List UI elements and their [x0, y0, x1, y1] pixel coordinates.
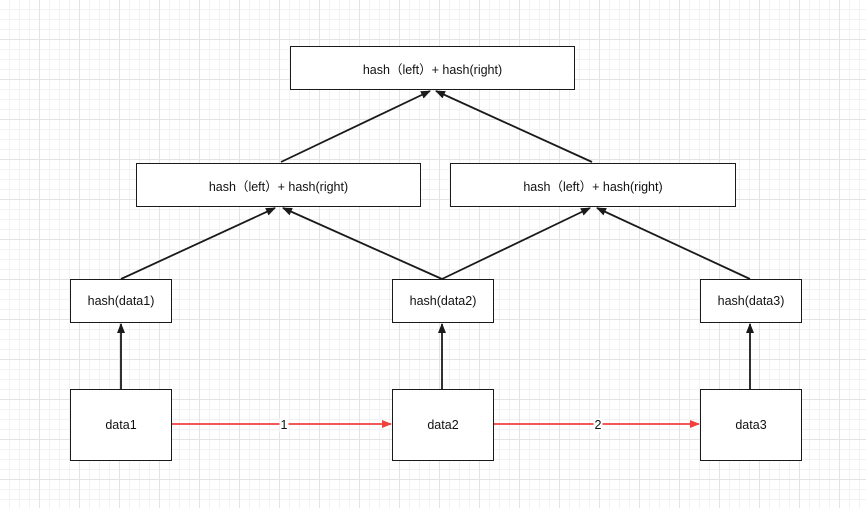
edge-label-2: 2 [593, 418, 603, 432]
edge-hash-data3-to-mid-right [596, 207, 751, 280]
mid-right-hash-node[interactable]: hash（left）+ hash(right) [450, 163, 736, 207]
root-hash-label: hash（left）+ hash(right) [362, 62, 503, 77]
data3-label: data3 [735, 418, 767, 432]
hash-data2-node[interactable]: hash(data2) [392, 279, 494, 323]
edge-mid-left-to-root [280, 90, 431, 163]
root-hash-node[interactable]: hash（left）+ hash(right) [290, 46, 575, 90]
data2-label: data2 [427, 418, 459, 432]
edge-mid-right-to-root [435, 90, 593, 163]
hash-data2-label: hash(data2) [409, 294, 477, 308]
mid-left-hash-label: hash（left）+ hash(right) [208, 179, 349, 194]
data1-node[interactable]: data1 [70, 389, 172, 461]
mid-right-hash-label: hash（left）+ hash(right) [523, 179, 663, 194]
hash-data1-node[interactable]: hash(data1) [70, 279, 172, 323]
hash-data1-label: hash(data1) [87, 294, 155, 308]
edge-label-1: 1 [279, 418, 289, 432]
hash-data3-node[interactable]: hash(data3) [700, 279, 802, 323]
data1-label: data1 [105, 418, 137, 432]
edge-hash-data2-to-mid-right [441, 207, 591, 280]
edge-hash-data1-to-mid-left [120, 207, 276, 280]
mid-left-hash-node[interactable]: hash（left）+ hash(right) [136, 163, 421, 207]
edge-hash-data2-to-mid-left [282, 207, 443, 280]
data2-node[interactable]: data2 [392, 389, 494, 461]
hash-data3-label: hash(data3) [717, 294, 785, 308]
data3-node[interactable]: data3 [700, 389, 802, 461]
